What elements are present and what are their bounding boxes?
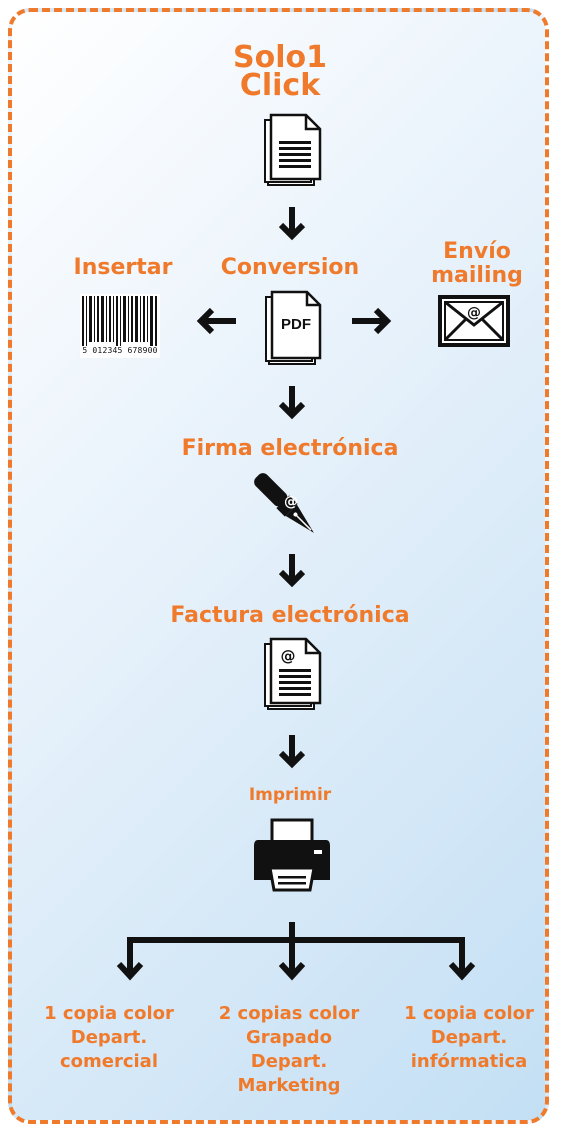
output-informatica: 1 copia color Depart. infórmatica xyxy=(379,1002,559,1074)
envelope-at-icon: @ xyxy=(438,295,510,347)
output-line: Grapado xyxy=(245,1027,333,1048)
output-marketing: 2 copias color Grapado Depart. Marketing xyxy=(199,1002,379,1098)
output-line: 1 copia color xyxy=(404,1003,534,1024)
output-line: Depart. xyxy=(430,1027,508,1048)
barcode-icon: 5 012345 678900 xyxy=(80,294,160,358)
output-line: infórmatica xyxy=(410,1051,528,1072)
output-line: Depart. xyxy=(70,1027,148,1048)
fountain-pen-at-icon: @ xyxy=(254,473,314,533)
arrow-down-icon xyxy=(278,735,306,769)
output-comercial: 1 copia color Depart. comercial xyxy=(19,1002,199,1074)
printer-icon xyxy=(254,818,330,892)
branch-connector xyxy=(116,922,476,981)
at-document-icon: @ xyxy=(264,637,322,710)
envio-line-1: Envío xyxy=(443,239,511,264)
pdf-document-icon: PDF xyxy=(263,290,323,368)
arrow-down-icon xyxy=(278,207,306,241)
title-line-1: Solo1 xyxy=(233,40,327,75)
output-line: Depart. xyxy=(250,1051,328,1072)
envio-line-2: mailing xyxy=(431,263,523,288)
title-line-2: Click xyxy=(239,68,321,103)
step-imprimir: Imprimir xyxy=(248,785,332,805)
pdf-label: PDF xyxy=(281,316,311,333)
output-line: 1 copia color xyxy=(44,1003,174,1024)
output-line: 2 copias color xyxy=(218,1003,360,1024)
step-conversion: Conversion xyxy=(220,255,360,280)
arrow-right-icon xyxy=(352,307,392,335)
svg-text:@: @ xyxy=(281,647,296,665)
step-factura: Factura electrónica xyxy=(170,603,410,628)
svg-text:@: @ xyxy=(284,494,298,510)
step-envio: Envío mailing xyxy=(412,240,542,288)
barcode-number: 5 012345 678900 xyxy=(82,346,158,355)
step-firma: Firma electrónica xyxy=(181,436,399,461)
step-insertar: Insertar xyxy=(73,255,173,280)
page-title: Solo1 Click xyxy=(180,40,380,103)
svg-text:@: @ xyxy=(467,305,481,321)
arrow-left-icon xyxy=(196,307,236,335)
document-icon xyxy=(264,113,322,186)
arrow-down-icon xyxy=(278,554,306,588)
arrow-down-icon xyxy=(278,386,306,420)
output-line: comercial xyxy=(59,1051,159,1072)
output-line: Marketing xyxy=(237,1075,341,1096)
